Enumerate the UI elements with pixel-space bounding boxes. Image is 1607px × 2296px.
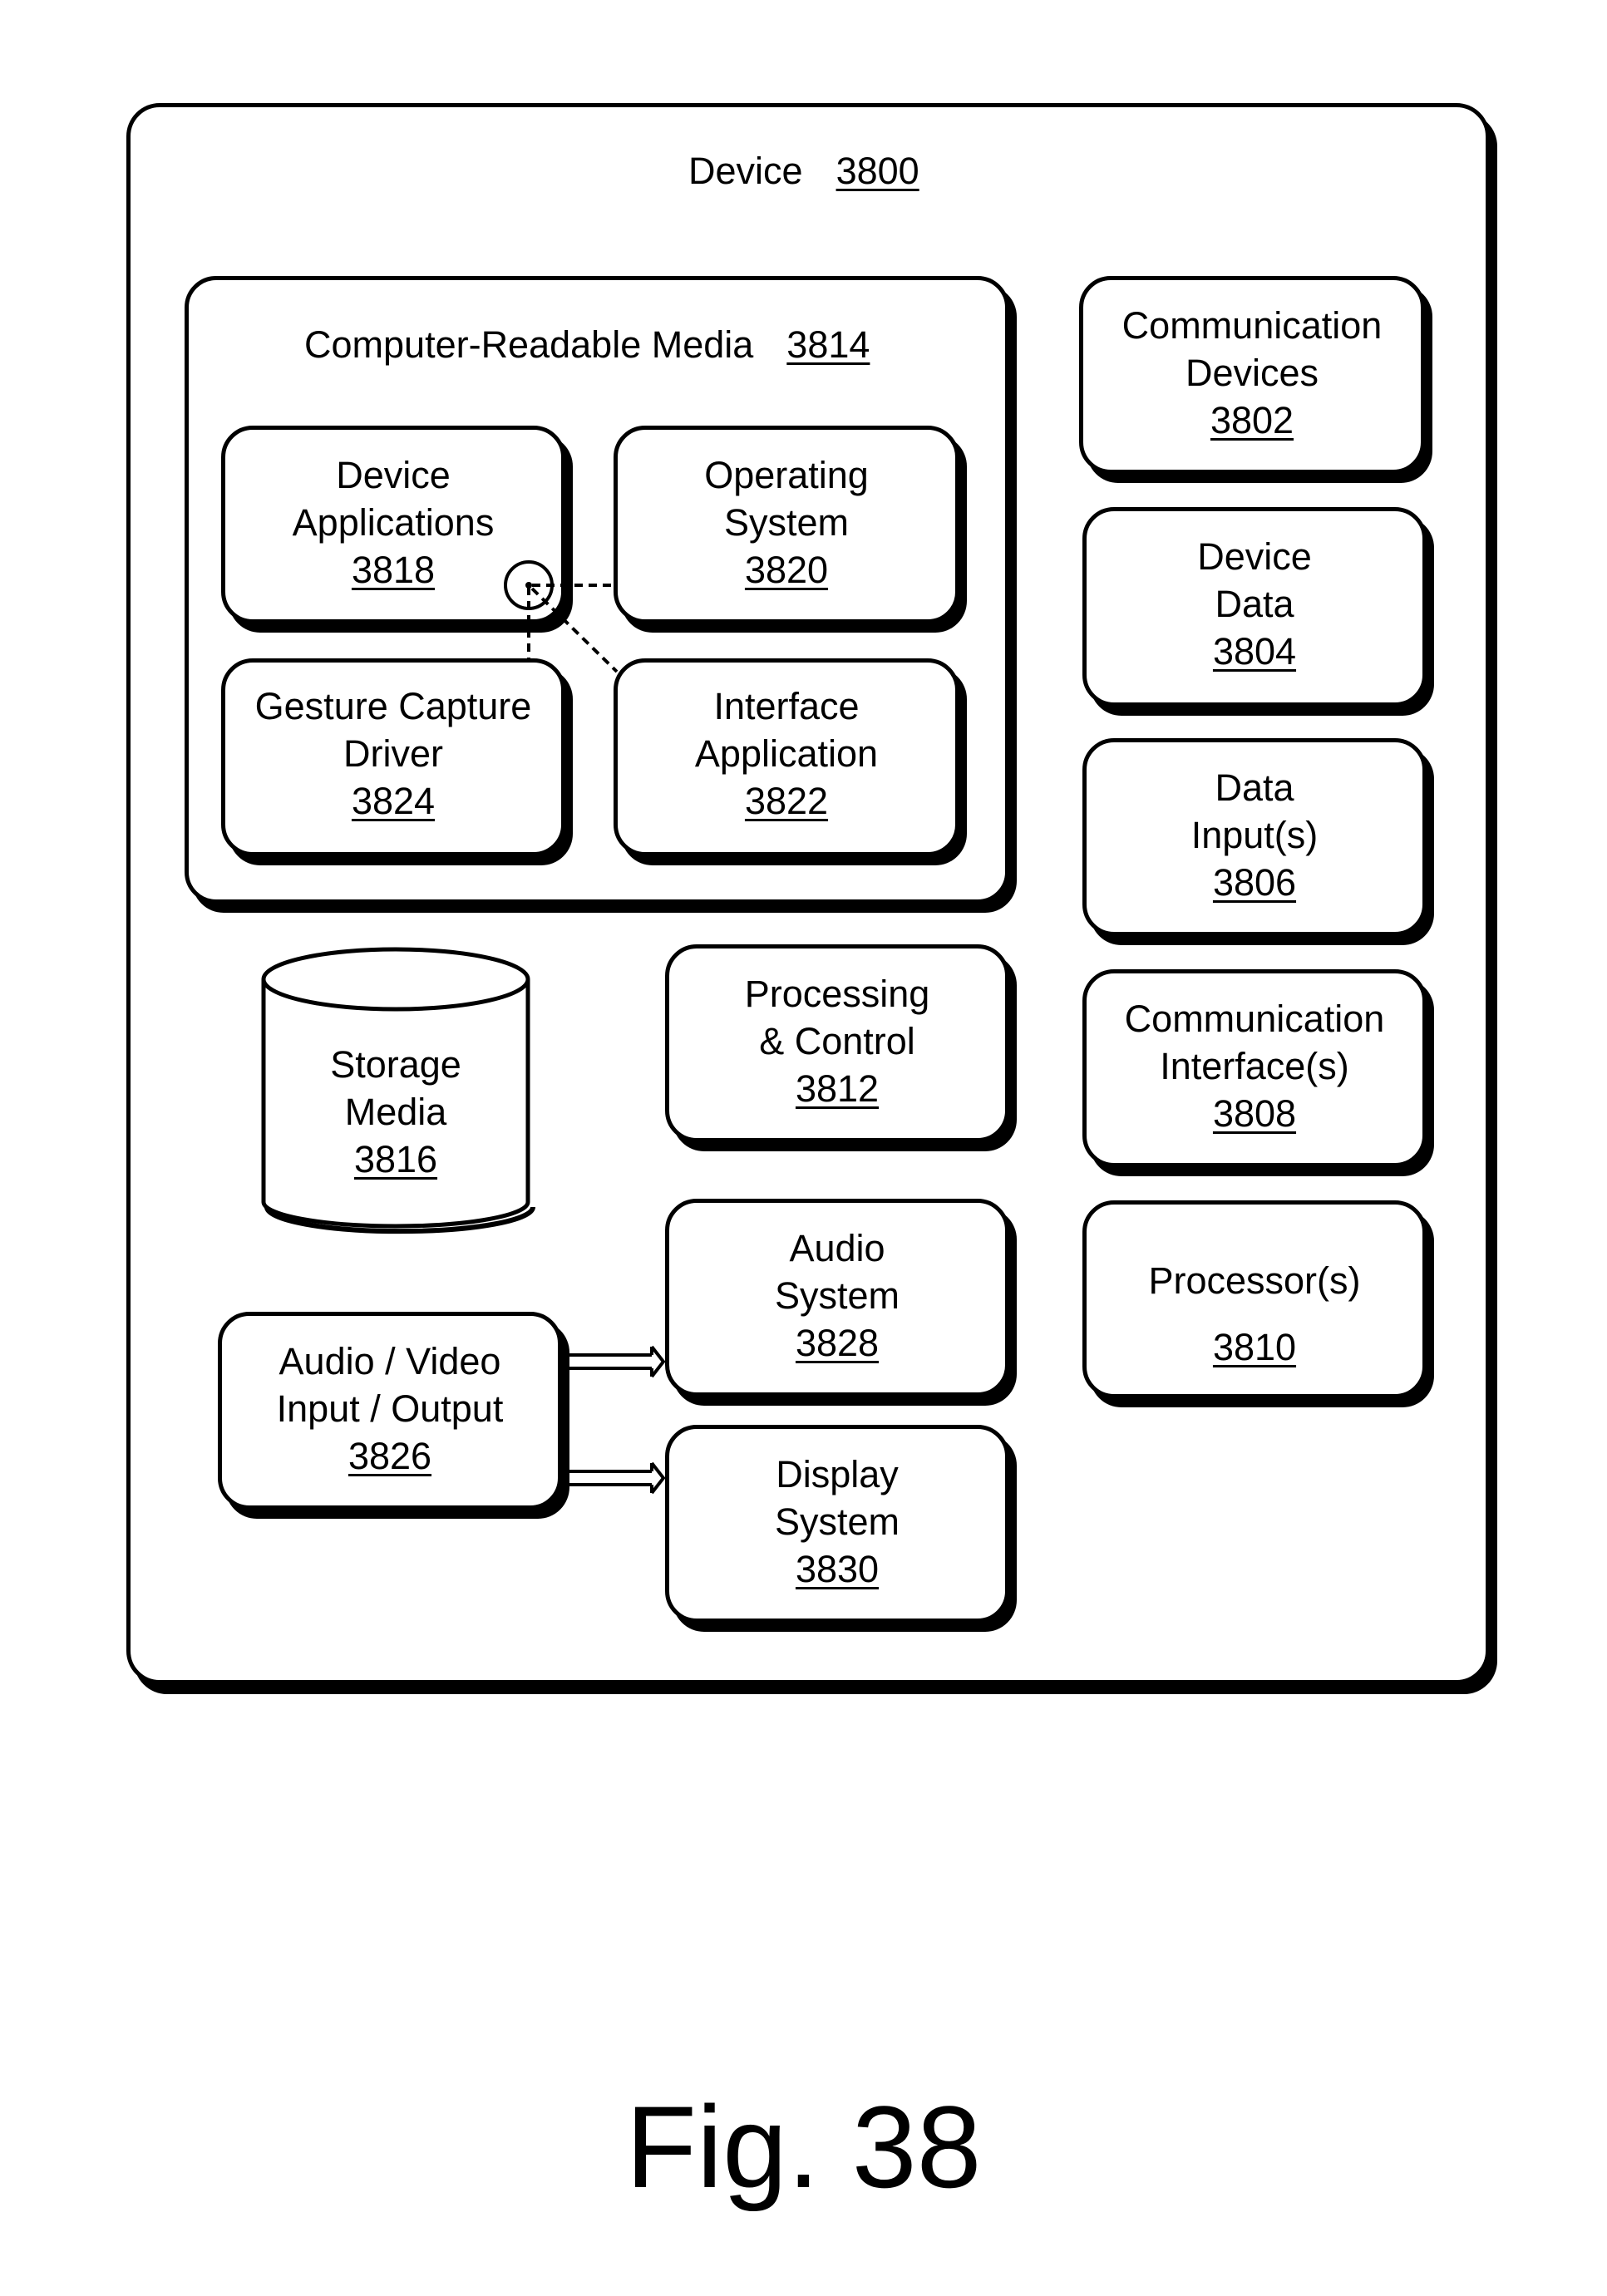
- storage-media-label: Storage Media 3816: [264, 1013, 528, 1204]
- arrow-to-display-system: [562, 1463, 663, 1493]
- arrow-to-audio-system: [562, 1347, 663, 1377]
- figure-label: Fig. 38: [0, 2085, 1607, 2210]
- dashed-connectors: [505, 562, 617, 672]
